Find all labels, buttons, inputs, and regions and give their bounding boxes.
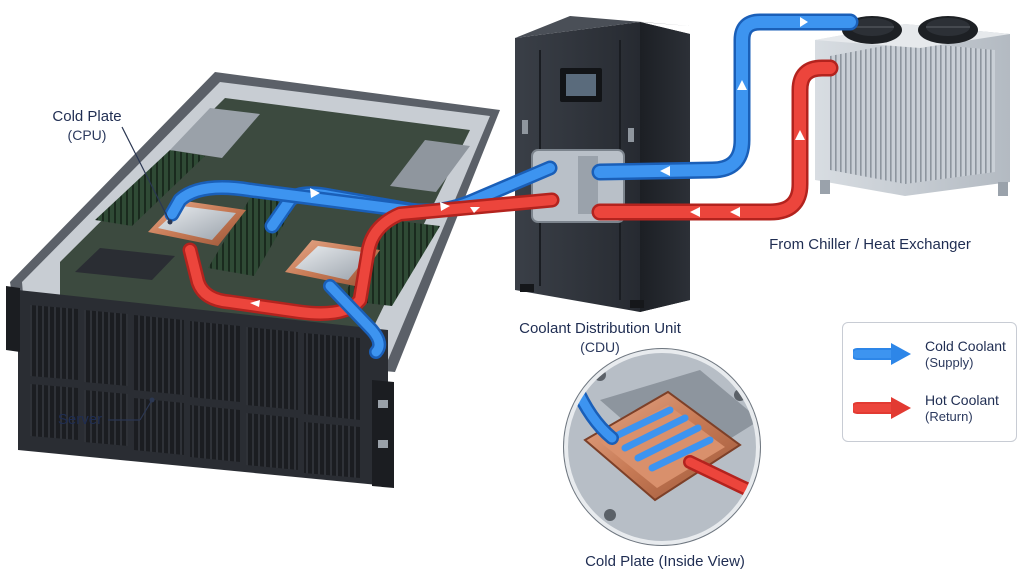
label-cold-plate-cpu: Cold Plate (CPU) — [34, 108, 140, 144]
callout-dot — [167, 219, 173, 225]
label-sub: (CPU) — [67, 126, 107, 143]
flow-arrow-icon — [250, 17, 808, 307]
legend-cold: Cold Coolant (Supply) — [853, 335, 1013, 379]
cpu-cold-plate-2 — [285, 240, 380, 286]
legend-hot-sub: (Return) — [925, 409, 973, 425]
label-server: Server — [50, 411, 110, 430]
chiller-fan-icon — [918, 16, 978, 44]
psu-module — [390, 140, 470, 192]
label-sub: (CDU) — [580, 338, 620, 355]
callout-lines — [108, 126, 171, 421]
legend-hot: Hot Coolant (Return) — [853, 389, 1013, 433]
legend: Cold Coolant (Supply) Hot Coolant (Retur… — [842, 322, 1017, 442]
label-inside-view: Cold Plate (Inside View) — [560, 553, 770, 572]
legend-cold-title: Cold Coolant — [925, 338, 1006, 354]
cold-arrow-icon — [853, 343, 911, 365]
legend-cold-sub: (Supply) — [925, 355, 974, 371]
label-chiller: From Chiller / Heat Exchanger — [760, 236, 980, 255]
hot-arrow-icon — [853, 397, 911, 419]
label-title: Cold Plate (Inside View) — [585, 553, 745, 570]
label-cdu: Coolant Distribution Unit (CDU) — [500, 320, 700, 356]
callout-dot — [149, 397, 155, 403]
label-title: From Chiller / Heat Exchanger — [769, 236, 971, 253]
label-title: Cold Plate — [52, 108, 122, 125]
psu-module — [170, 108, 260, 158]
server-chassis — [6, 72, 500, 488]
cold-plate-inside-view — [563, 348, 761, 546]
chiller-unit — [815, 16, 1010, 196]
label-title: Coolant Distribution Unit — [519, 320, 681, 337]
label-title: Server — [57, 411, 103, 428]
ram-bank — [95, 150, 205, 226]
fan-bays — [30, 305, 360, 478]
legend-hot-title: Hot Coolant — [925, 392, 999, 408]
